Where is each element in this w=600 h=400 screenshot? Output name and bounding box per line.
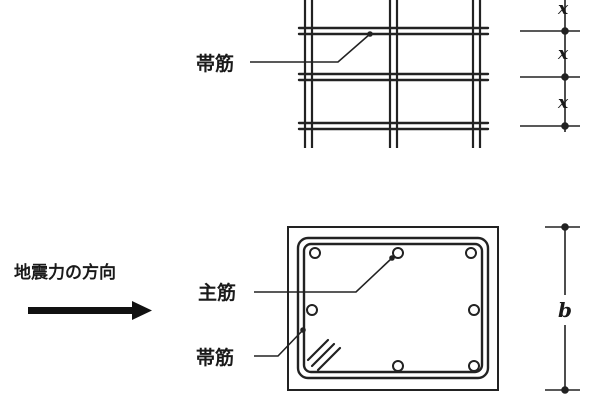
spacing-dimension <box>520 0 580 132</box>
main-bar <box>306 304 318 316</box>
depth-dimension <box>545 223 580 394</box>
main-bars <box>306 247 480 372</box>
column-section: 地震力の方向 <box>14 223 580 394</box>
hoop-1 <box>297 26 490 36</box>
section-hoop-label: 帯筋 <box>196 346 234 369</box>
force-direction-label: 地震力の方向 <box>14 262 116 283</box>
concrete-section-outline <box>287 226 499 391</box>
main-bar-leader <box>254 255 395 293</box>
main-bar <box>392 247 404 259</box>
spacing-label-1: x <box>557 0 569 19</box>
spacing-label-3: x <box>557 93 569 113</box>
main-bar <box>392 360 404 372</box>
force-direction-arrow <box>28 301 152 320</box>
spacing-label-2: x <box>557 44 569 64</box>
hoop-hook <box>306 338 342 372</box>
main-bar <box>309 247 321 259</box>
section-hoop-leader <box>254 327 306 357</box>
main-bar <box>465 247 477 259</box>
main-bar <box>468 304 480 316</box>
depth-label: b <box>558 298 572 322</box>
hoop-leader <box>250 31 373 63</box>
main-bar <box>468 360 480 372</box>
elevation-hoops <box>297 26 490 131</box>
hoop-2 <box>297 72 490 82</box>
main-bar-label: 主筋 <box>198 281 236 304</box>
column-elevation: 帯筋 x x x <box>196 0 580 148</box>
elevation-hoop-label: 帯筋 <box>196 52 234 75</box>
hoop-3 <box>297 121 490 131</box>
section-hoop <box>296 236 490 380</box>
